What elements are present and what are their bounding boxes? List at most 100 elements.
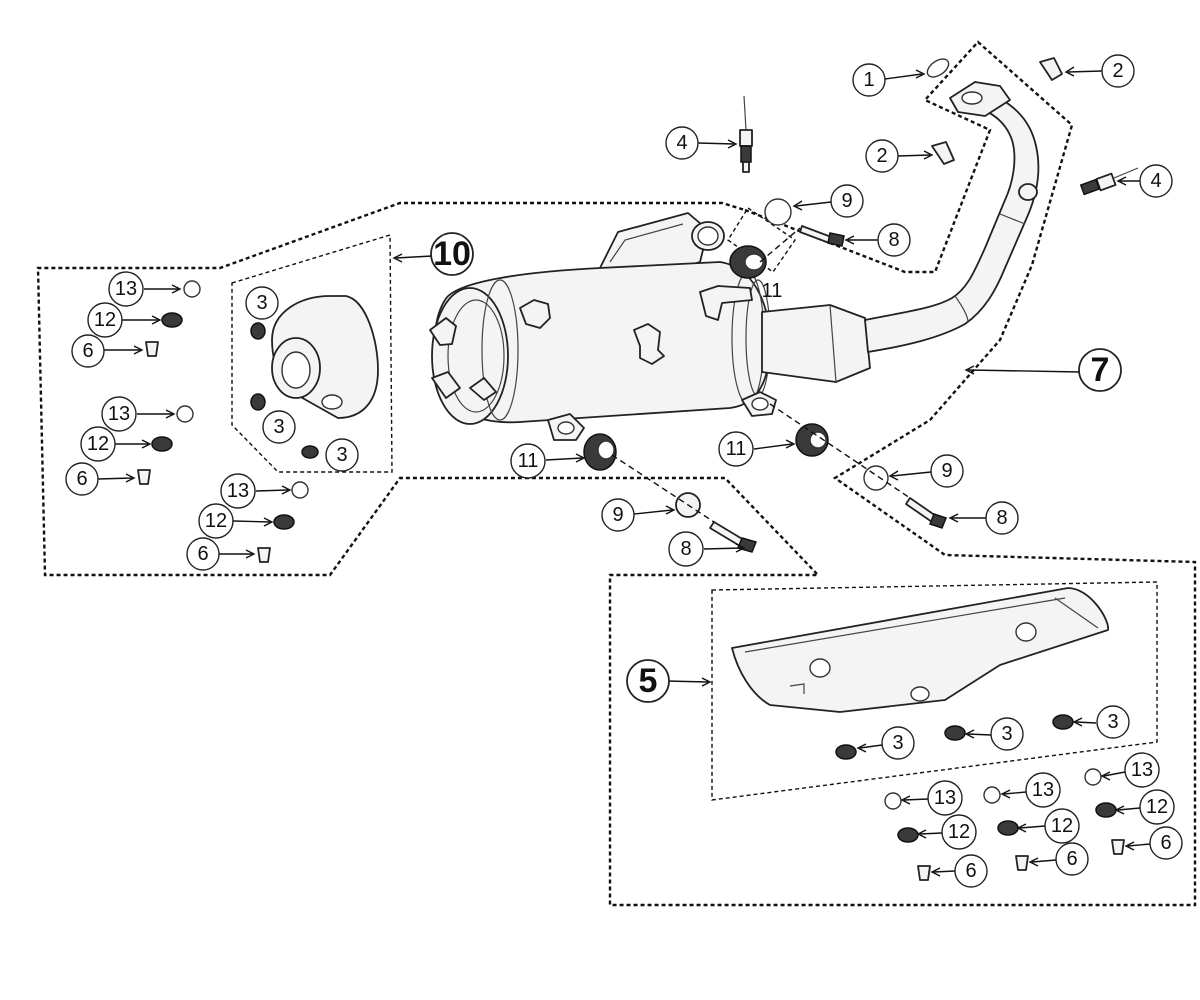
callout-12: 12 xyxy=(1139,789,1175,825)
callout-6: 6 xyxy=(954,854,988,888)
muffler xyxy=(429,212,871,441)
leader-lines xyxy=(97,66,1151,877)
lock-washer-part xyxy=(897,827,919,843)
callout-2: 2 xyxy=(1101,54,1135,88)
callout-7: 7 xyxy=(1078,348,1122,392)
washer-part xyxy=(983,786,1001,804)
svg-text:13: 13 xyxy=(108,403,130,425)
svg-text:6: 6 xyxy=(197,543,208,565)
callout-8: 8 xyxy=(668,531,704,567)
callout-13: 13 xyxy=(1124,752,1160,788)
sensor-part xyxy=(1079,167,1139,196)
callout-11: 11 xyxy=(718,431,754,467)
lock-washer-part xyxy=(273,514,295,530)
callout-12: 12 xyxy=(941,814,977,850)
screw-part xyxy=(1111,839,1125,855)
bushing-part xyxy=(795,423,829,457)
svg-text:3: 3 xyxy=(336,444,347,466)
svg-text:8: 8 xyxy=(680,538,691,560)
bolt-part xyxy=(709,521,745,547)
lock-washer-part xyxy=(997,820,1019,836)
svg-text:13: 13 xyxy=(115,278,137,300)
bolt-part xyxy=(929,513,947,529)
callout-13: 13 xyxy=(108,271,144,307)
screw-part xyxy=(145,341,159,357)
svg-text:2: 2 xyxy=(1112,60,1123,82)
svg-text:12: 12 xyxy=(948,821,970,843)
callout-13: 13 xyxy=(1025,772,1061,808)
washer-part xyxy=(884,792,902,810)
callout-3: 3 xyxy=(262,410,296,444)
callout-3: 3 xyxy=(325,438,359,472)
callout-3: 3 xyxy=(245,286,279,320)
grommet-part xyxy=(301,445,319,459)
heat-shield xyxy=(731,587,1109,713)
svg-text:4: 4 xyxy=(1150,170,1161,192)
svg-text:12: 12 xyxy=(1146,796,1168,818)
label-11: 11 xyxy=(762,280,783,302)
svg-text:13: 13 xyxy=(227,480,249,502)
callout-12: 12 xyxy=(1044,808,1080,844)
washer-part xyxy=(1084,768,1102,786)
callout-6: 6 xyxy=(1149,826,1183,860)
screw-part xyxy=(917,865,931,881)
washer-part xyxy=(764,198,792,226)
callout-9: 9 xyxy=(830,184,864,218)
svg-text:7: 7 xyxy=(1091,351,1110,389)
washer-part xyxy=(183,280,201,298)
grommet-part xyxy=(944,725,966,741)
svg-text:11: 11 xyxy=(518,450,539,472)
svg-text:12: 12 xyxy=(1051,815,1073,837)
callout-6: 6 xyxy=(186,537,220,571)
gasket-part xyxy=(926,58,950,78)
callout-3: 3 xyxy=(1096,705,1130,739)
svg-text:6: 6 xyxy=(965,860,976,882)
washer-part xyxy=(176,405,194,423)
callout-12: 12 xyxy=(80,426,116,462)
svg-text:13: 13 xyxy=(1032,779,1054,801)
svg-text:3: 3 xyxy=(1001,723,1012,745)
callout-6: 6 xyxy=(65,462,99,496)
callout-3: 3 xyxy=(990,717,1024,751)
grommet-part xyxy=(250,393,266,411)
callout-13: 13 xyxy=(101,396,137,432)
svg-text:11: 11 xyxy=(726,438,747,460)
screw-part xyxy=(257,547,271,563)
svg-text:3: 3 xyxy=(273,416,284,438)
svg-text:12: 12 xyxy=(205,510,227,532)
svg-text:8: 8 xyxy=(888,229,899,251)
group-5-border xyxy=(711,581,1158,801)
nut-part xyxy=(931,141,955,165)
bolt-part xyxy=(827,232,845,247)
end-cap xyxy=(271,295,379,419)
bushing-part xyxy=(583,433,617,471)
svg-text:3: 3 xyxy=(892,732,903,754)
callout-6: 6 xyxy=(71,334,105,368)
grommet-part xyxy=(1052,714,1074,730)
header-pipe xyxy=(864,81,1040,353)
svg-text:12: 12 xyxy=(94,309,116,331)
svg-text:2: 2 xyxy=(876,145,887,167)
group-10-border xyxy=(231,234,393,473)
screw-part xyxy=(137,469,151,485)
svg-text:5: 5 xyxy=(639,662,658,700)
callout-4: 4 xyxy=(665,126,699,160)
callout-4: 4 xyxy=(1139,164,1173,198)
callout-1: 1 xyxy=(852,63,886,97)
washer-part xyxy=(291,481,309,499)
sensor-part xyxy=(739,95,753,173)
grommet-part xyxy=(835,744,857,760)
callout-9: 9 xyxy=(930,454,964,488)
svg-text:9: 9 xyxy=(612,504,623,526)
svg-text:6: 6 xyxy=(1066,848,1077,870)
svg-text:12: 12 xyxy=(87,433,109,455)
lock-washer-part xyxy=(1095,802,1117,818)
lock-washer-part xyxy=(151,436,173,452)
svg-text:3: 3 xyxy=(1107,711,1118,733)
callout-6: 6 xyxy=(1055,842,1089,876)
svg-text:10: 10 xyxy=(433,235,471,273)
grommet-part xyxy=(250,322,266,340)
svg-text:1: 1 xyxy=(863,69,874,91)
callout-2: 2 xyxy=(865,139,899,173)
